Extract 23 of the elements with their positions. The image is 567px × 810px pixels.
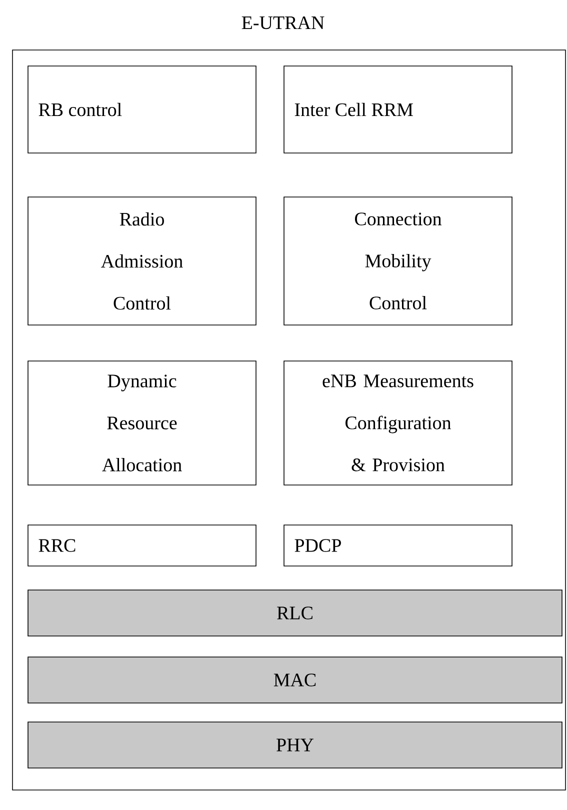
box-label: RRC [38, 539, 76, 552]
protocol-box [284, 524, 512, 566]
function-box [284, 196, 512, 326]
function-box [284, 66, 512, 154]
layer-band [28, 590, 562, 636]
box-label: PDCP [294, 539, 341, 552]
box-label: RLC [277, 606, 312, 620]
box-label: MAC [274, 674, 316, 686]
box-label: eNB Measurements Configuration & Provision [322, 374, 474, 472]
box-label: RB control [38, 102, 122, 116]
box-label: Connection Mobility Control [355, 212, 442, 310]
container-title: E-UTRAN [242, 16, 324, 30]
layer-band [28, 656, 562, 704]
box-label: Inter Cell RRM [294, 102, 413, 116]
protocol-box [28, 524, 256, 566]
function-box [28, 196, 256, 326]
layer-band [28, 722, 562, 768]
function-box [284, 360, 512, 486]
function-box [28, 66, 256, 154]
box-label: Radio Admission Control [101, 212, 183, 310]
box-label: PHY [276, 738, 314, 752]
function-box [28, 360, 256, 486]
box-label: Dynamic Resource Allocation [102, 374, 182, 472]
